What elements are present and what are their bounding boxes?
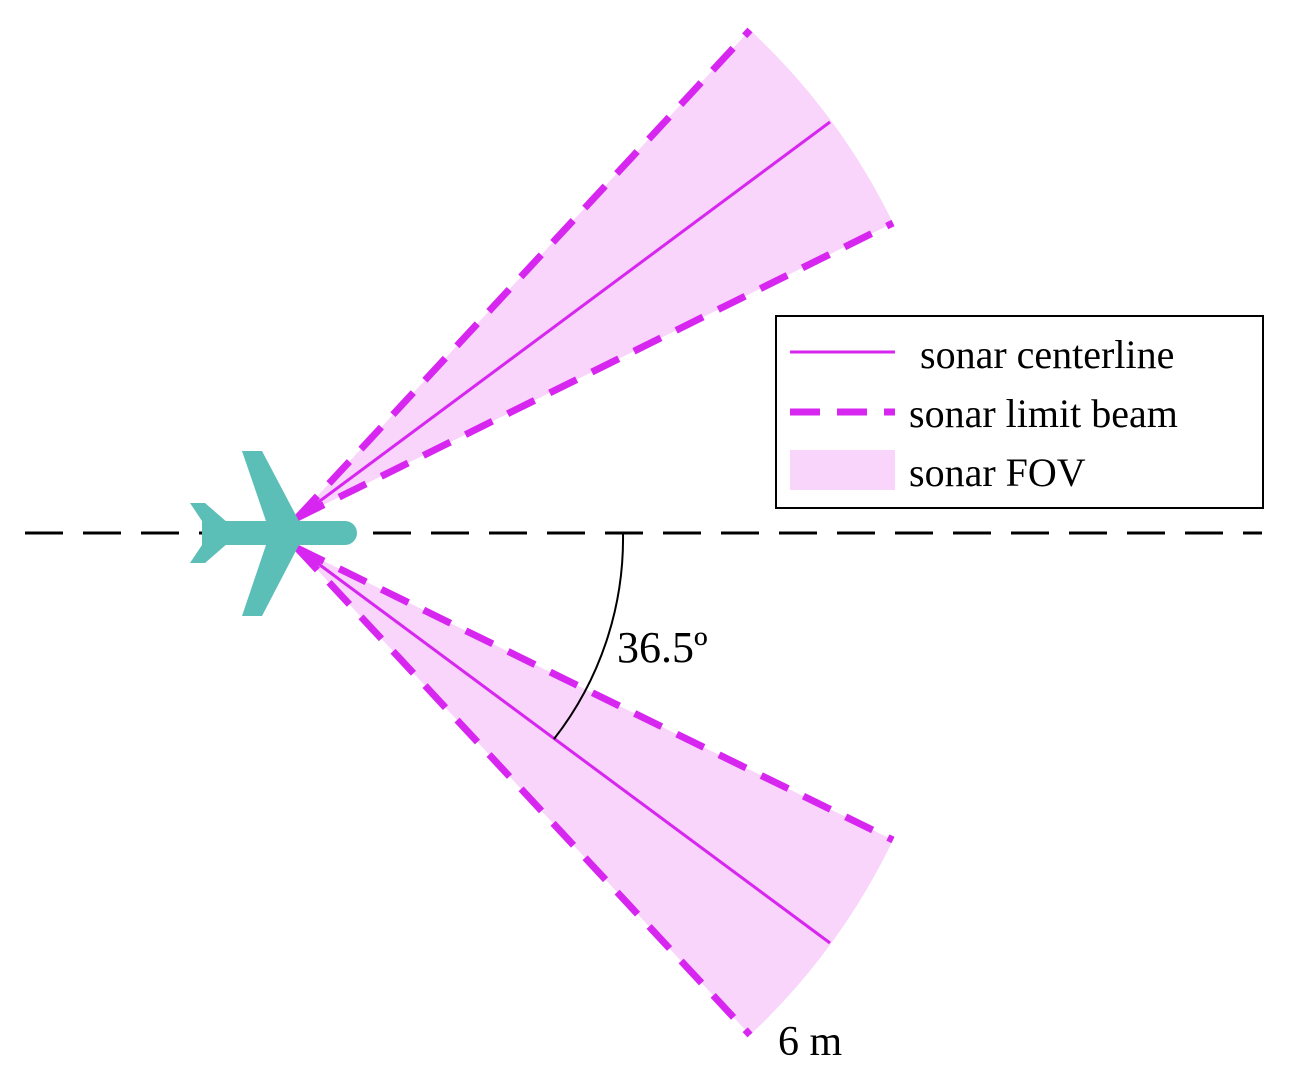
upper-sonar-limit-beam-inner bbox=[295, 219, 895, 522]
lower-sonar-limit-beam-inner bbox=[295, 544, 895, 844]
range-label: 6 m bbox=[778, 1019, 843, 1065]
legend-swatch-fov bbox=[790, 450, 895, 490]
angle-arc bbox=[553, 532, 625, 740]
angle-label: 36.5º bbox=[617, 623, 708, 672]
upper-sonar-beam bbox=[294, 27, 895, 522]
lower-sonar-fov-area bbox=[297, 548, 893, 1035]
legend-label-limit-beam: sonar limit beam bbox=[909, 391, 1178, 436]
lower-sonar-beam bbox=[294, 544, 895, 1038]
upper-sonar-limit-beam-outer bbox=[294, 27, 753, 521]
upper-sonar-centerline bbox=[296, 120, 831, 520]
legend-label-centerline: sonar centerline bbox=[920, 332, 1174, 377]
lower-sonar-limit-beam-outer bbox=[294, 545, 753, 1038]
legend-item-centerline: sonar centerline bbox=[790, 332, 1174, 377]
lower-sonar-centerline bbox=[296, 546, 831, 945]
airplane-icon bbox=[190, 451, 357, 616]
legend: sonar centerline sonar limit beam sonar … bbox=[775, 315, 1264, 509]
legend-item-fov: sonar FOV bbox=[790, 450, 1086, 495]
upper-sonar-fov-area bbox=[297, 30, 893, 518]
legend-item-limit-beam: sonar limit beam bbox=[790, 391, 1178, 436]
legend-label-fov: sonar FOV bbox=[909, 450, 1086, 495]
